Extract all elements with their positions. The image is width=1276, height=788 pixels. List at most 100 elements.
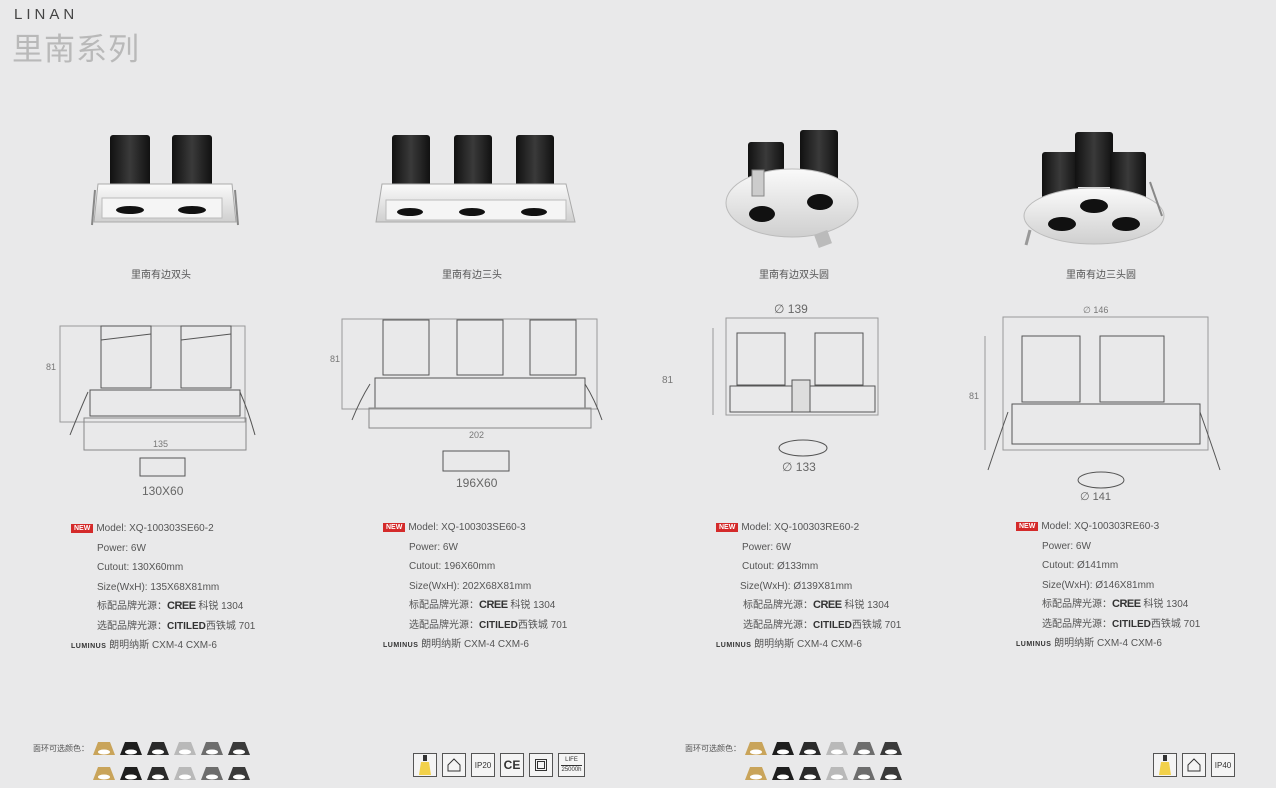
swatch-label-left: 面环可选颜色： [33,744,89,753]
power: Power: 6W [742,541,791,553]
cree-logo: CREE [167,600,196,612]
life-hours: 25000h [561,764,582,773]
indoor-house-icon [1182,753,1206,777]
new-badge: NEW [383,522,406,532]
ring-swatch-opening [206,774,218,780]
swatch-label-right: 面环可选颜色： [685,744,741,753]
ip-rating-badge: IP20 [471,753,495,777]
drawing-triple-square [341,318,603,472]
photo-triple-square [375,135,576,223]
product-name-3: 里南有边双头圆 [759,270,829,281]
ring-swatch-opening [885,774,897,780]
ring-swatch-opening [125,749,137,755]
ring-swatch-opening [777,774,789,780]
product-name-4: 里南有边三头圆 [1066,270,1136,281]
class-ii-icon [529,753,553,777]
cutout: Cutout: 130X60mm [97,562,184,573]
ring-swatch-opening [152,774,164,780]
photo-double-square [91,135,239,226]
model: Model: XQ-100303SE60-3 [408,522,526,533]
cutout: Cutout: Ø133mm [742,561,819,572]
ring-swatch-opening [831,749,843,755]
opt-model: 西铁城 701 [1150,618,1201,630]
luminus-logo: LUMINUS [71,643,107,650]
opt-source-label: 选配品牌光源： [743,619,813,631]
opt-model: 西铁城 701 [205,620,256,632]
photo-double-round [725,130,859,248]
technical-drawings [59,316,1221,489]
cree-logo: CREE [479,599,508,611]
cutout: Cutout: 196X60mm [409,561,496,572]
size: Size(WxH): 135X68X81mm [97,581,220,593]
indoor-house-icon [442,753,466,777]
product-name-1: 里南有边双头 [131,270,191,281]
ce-mark-icon: CE [500,753,524,777]
ring-swatch-opening [152,749,164,755]
height-dim-1: 81 [46,362,57,372]
cert-icons-left: IP20 CE LIFE 25000h [413,753,585,777]
ring-swatch-opening [233,774,245,780]
citiled-logo: CITILED [1112,618,1151,630]
series-title: 里南系列 [12,32,140,68]
photo-triple-round [1023,132,1165,246]
ring-swatch-opening [858,774,870,780]
std-model: 科锐 1304 [844,600,890,611]
luminus-logo: LUMINUS [716,642,752,649]
height-dim-2: 81 [330,354,341,364]
ring-swatch-opening [750,749,762,755]
ring-swatch-opening [831,774,843,780]
std-model: 科锐 1304 [510,600,556,611]
std-source-label: 标配品牌光源： [743,600,813,611]
cutout-label-4: ∅ 141 [1080,491,1111,503]
std-model: 科锐 1304 [198,601,244,612]
ring-swatch-opening [98,749,110,755]
height-dim-4: 81 [969,391,980,401]
cree-logo: CREE [813,599,842,611]
ring-swatch-opening [804,774,816,780]
cutout-label-1: 130X60 [142,484,184,498]
width-dim-1: 135 [153,439,169,449]
new-badge: NEW [71,523,94,533]
std-source-label: 标配品牌光源： [97,601,167,612]
width-dim-3: ∅ 139 [774,302,808,316]
ring-swatch-opening [885,749,897,755]
ring-swatch-opening [206,749,218,755]
brand-name: LINAN [14,6,79,23]
opt-source-label: 选配品牌光源： [97,620,167,632]
width-dim-4: ∅ 146 [1083,305,1109,315]
model: Model: XQ-100303SE60-2 [96,523,214,534]
width-dim-2: 202 [469,430,485,440]
ring-swatch-opening [179,774,191,780]
citiled-logo: CITILED [167,620,206,632]
power: Power: 6W [1042,540,1091,552]
std-model: 科锐 1304 [1143,599,1189,610]
new-badge: NEW [1016,521,1039,531]
lifetime-badge: LIFE 25000h [558,753,585,777]
luminus-model: 朗明纳斯 CXM-4 CXM-6 [109,640,217,651]
ring-swatch-opening [233,749,245,755]
cutout: Cutout: Ø141mm [1042,560,1119,571]
life-label: LIFE [565,756,578,763]
ring-swatch-opening [125,774,137,780]
citiled-logo: CITILED [813,619,852,631]
product-name-2: 里南有边三头 [442,270,502,281]
ring-swatch-opening [858,749,870,755]
size: Size(WxH): Ø139X81mm [740,580,853,592]
swatches-left [93,742,250,780]
model: Model: XQ-100303RE60-2 [741,522,860,533]
ip-rating-badge: IP40 [1211,753,1235,777]
size: Size(WxH): 202X68X81mm [409,580,532,592]
downlight-icon [1153,753,1177,777]
drawing-triple-round [984,316,1221,489]
opt-source-label: 选配品牌光源： [409,619,479,631]
size: Size(WxH): Ø146X81mm [1042,579,1155,591]
power: Power: 6W [409,541,458,553]
opt-source-label: 选配品牌光源： [1042,618,1112,630]
new-badge: NEW [716,522,739,532]
cutout-label-2: 196X60 [456,476,498,490]
ring-swatch-opening [777,749,789,755]
luminus-model: 朗明纳斯 CXM-4 CXM-6 [421,639,529,650]
